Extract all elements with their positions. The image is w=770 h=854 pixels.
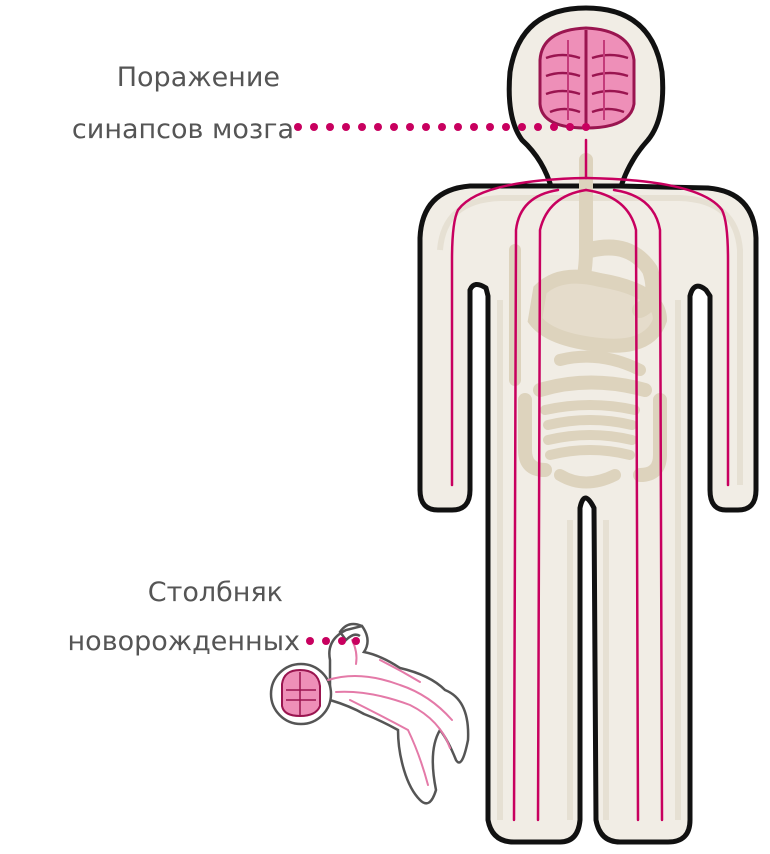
baby-figure (271, 624, 468, 803)
label-brain-synapse-line2: синапсов мозга (72, 113, 294, 147)
adult-figure (420, 8, 756, 842)
adult-brain (540, 28, 634, 130)
label-brain-synapse-line1: Поражение (117, 61, 280, 95)
baby-brain (282, 670, 320, 716)
label-neonatal-tetanus-line1: Столбняк (148, 576, 283, 610)
label-neonatal-tetanus-line2: новорожденных (68, 625, 300, 659)
